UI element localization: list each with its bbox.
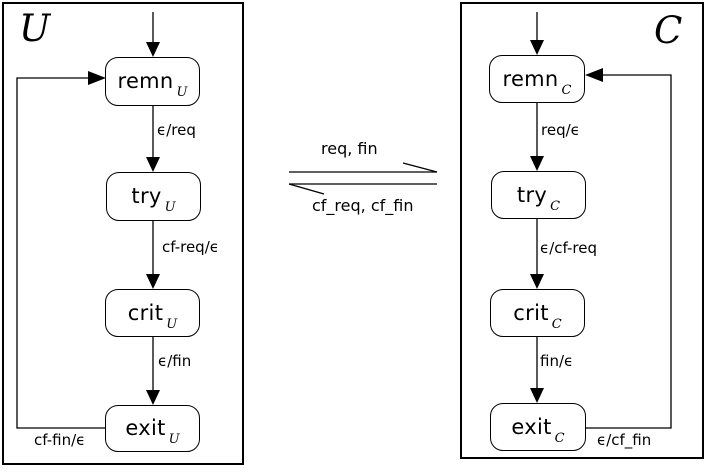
label-channel-backward: cf_req, cf_fin [312,196,414,215]
channel-backward-arrow [288,183,437,195]
label-left-remn-try: ϵ/req [157,121,196,139]
right-initial-arrow [530,12,544,55]
state-remn-c: remn C [489,55,585,103]
label-right-remn-try: req/ϵ [541,121,580,139]
label-left-try-crit: cf-req/ϵ [162,238,219,256]
right-machine-title: C [654,9,683,52]
state-subscript: U [166,316,178,332]
state-name: try [516,182,548,207]
label-right-loop: ϵ/cf_fin [597,431,652,449]
label-left-crit-exit: ϵ/fin [158,352,192,370]
label-left-loop: cf-fin/ϵ [34,431,86,449]
state-try-u: try U [106,172,201,221]
right-crit-to-exit-arrow [530,337,544,403]
label-right-crit-exit: fin/ϵ [540,352,574,370]
state-subscript: U [168,432,180,447]
state-subscript: U [176,85,188,100]
left-try-to-crit-arrow [146,221,160,289]
state-subscript: C [550,198,561,214]
channel-forward-arrow [289,162,438,173]
right-try-to-crit-arrow [530,219,544,289]
state-name: exit [125,416,166,440]
state-exit-u: exit U [105,405,200,452]
state-exit-c: exit C [490,403,586,451]
left-initial-arrow [146,12,160,57]
label-right-try-crit: ϵ/cf-req [540,239,597,257]
state-subscript: C [554,430,565,446]
state-name: exit [511,414,552,439]
state-name: crit [513,300,549,325]
left-machine-title: U [19,7,51,50]
state-remn-u: remn U [105,57,200,106]
left-remn-to-try-arrow [146,106,160,172]
state-name: try [131,184,162,208]
state-subscript: U [164,200,176,215]
label-channel-forward: req, fin [321,139,378,158]
right-exit-to-remn-loop [585,68,672,429]
state-try-c: try C [491,171,586,219]
state-crit-c: crit C [490,289,585,337]
left-crit-to-exit-arrow [146,337,160,405]
left-exit-to-remn-loop [16,71,106,429]
state-name: crit [127,300,164,325]
right-machine-panel [460,2,704,459]
left-machine-panel [2,2,244,465]
state-subscript: C [561,82,572,98]
state-name: remn [502,66,559,91]
state-name: remn [117,69,174,93]
state-subscript: C [551,316,562,332]
right-remn-to-try-arrow [530,103,544,171]
state-crit-u: crit U [105,289,200,337]
